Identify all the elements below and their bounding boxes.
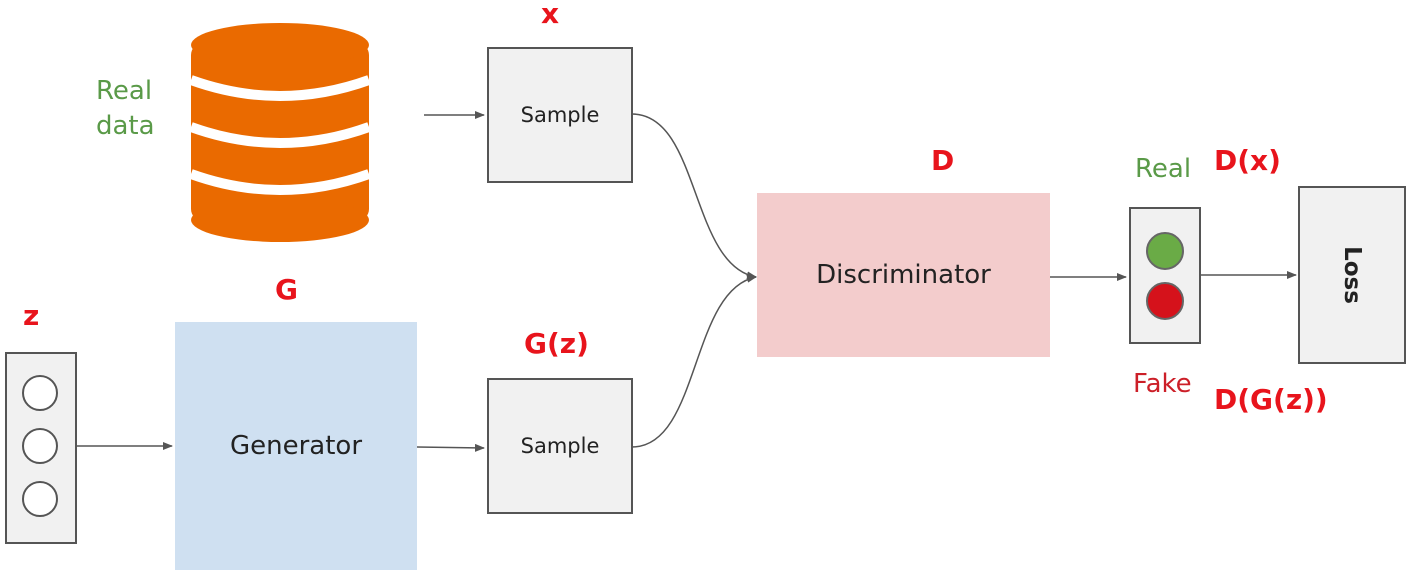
sample-top-label: Sample bbox=[520, 103, 600, 127]
gz-label: G(z) bbox=[524, 327, 589, 360]
database-icon bbox=[189, 23, 371, 242]
loss-label: Loss bbox=[1339, 246, 1365, 304]
x-label: x bbox=[541, 0, 560, 30]
curve-sample-top-to-discriminator bbox=[631, 113, 757, 280]
z-label: z bbox=[23, 299, 40, 332]
database-band-1 bbox=[189, 75, 371, 101]
generator-box: Generator bbox=[175, 322, 417, 570]
dx-label: D(x) bbox=[1214, 144, 1281, 177]
real-output-label: Real bbox=[1135, 154, 1192, 184]
database-bottom bbox=[191, 198, 369, 242]
sample-bottom-label: Sample bbox=[520, 434, 600, 458]
database-top bbox=[191, 23, 369, 67]
loss-box: Loss bbox=[1298, 186, 1406, 364]
real-light-icon bbox=[1146, 232, 1184, 270]
fake-light-icon bbox=[1146, 282, 1184, 320]
discriminator-box: Discriminator bbox=[757, 193, 1050, 357]
fake-output-label: Fake bbox=[1133, 369, 1192, 399]
noise-vector-icon bbox=[5, 352, 77, 544]
real-data-label: Real data bbox=[96, 74, 155, 144]
arrow-generator-to-sample bbox=[416, 443, 485, 452]
noise-circle-3 bbox=[22, 481, 58, 517]
database-band-2 bbox=[189, 122, 371, 148]
discriminator-label: Discriminator bbox=[816, 260, 991, 290]
real-data-label-line-2: data bbox=[96, 111, 155, 142]
g-label: G bbox=[275, 273, 298, 306]
real-data-label-line-1: Real bbox=[96, 76, 153, 106]
d-label: D bbox=[931, 144, 955, 177]
database-band-3 bbox=[189, 169, 371, 195]
sample-top-box: Sample bbox=[487, 47, 633, 183]
noise-circle-2 bbox=[22, 428, 58, 464]
curve-sample-bottom-to-discriminator bbox=[631, 274, 757, 448]
traffic-light-icon bbox=[1129, 207, 1201, 344]
dgz-label: D(G(z)) bbox=[1214, 383, 1328, 416]
sample-bottom-box: Sample bbox=[487, 378, 633, 514]
noise-circle-1 bbox=[22, 375, 58, 411]
generator-label: Generator bbox=[229, 431, 363, 461]
